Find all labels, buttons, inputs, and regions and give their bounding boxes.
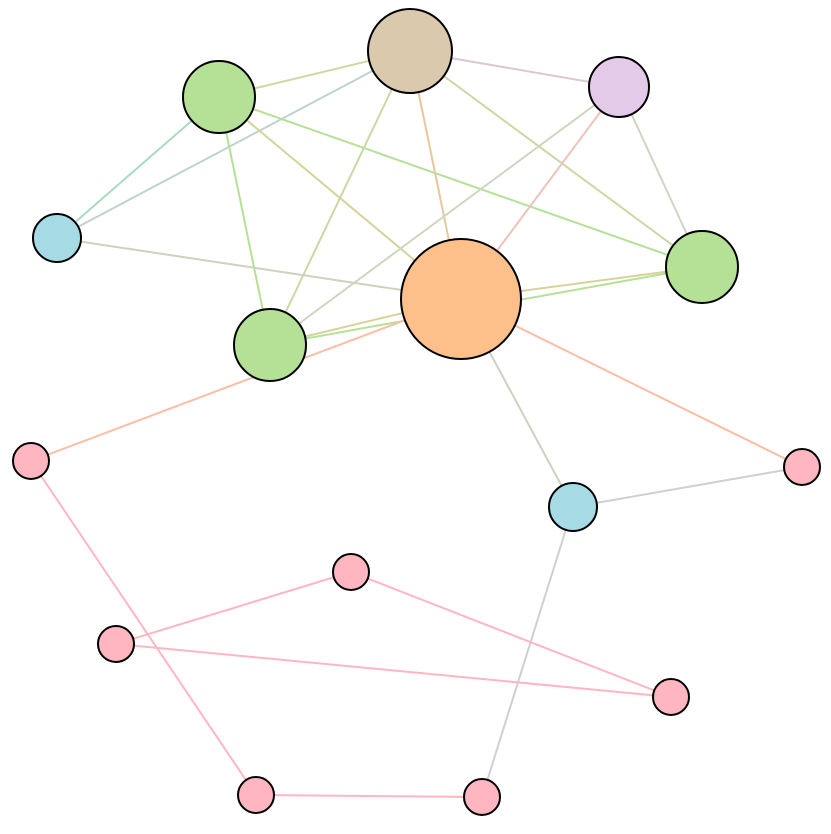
edge-pink-lower-left-pink-lower-right — [115, 643, 672, 698]
edge-pink-left-pink-bottom-left — [30, 460, 257, 796]
edge-lavender-top-right-green-center — [269, 86, 620, 346]
edge-tan-top-cyan-left — [56, 50, 411, 239]
node-green-right — [665, 230, 739, 304]
node-pink-lower-right — [652, 678, 690, 716]
node-pink-lower-left — [97, 625, 135, 663]
edge-pink-lower-left-pink-mid — [115, 571, 352, 645]
edge-pink-bottom-left-pink-bottom-mid — [255, 794, 483, 798]
node-pink-left — [12, 442, 50, 480]
node-green-center — [233, 308, 307, 382]
node-cyan-lower — [548, 482, 598, 532]
edge-pink-mid-pink-lower-right — [350, 571, 672, 698]
node-lavender-top-right — [588, 56, 650, 118]
node-hub — [400, 238, 522, 360]
edge-cyan-left-hub — [56, 237, 462, 300]
edge-tan-top-green-center — [269, 50, 411, 346]
edge-pink-left-hub — [30, 298, 462, 462]
node-pink-right — [783, 448, 821, 486]
node-tan-top — [367, 8, 453, 94]
nodes-layer — [12, 8, 821, 816]
node-pink-bottom-mid — [463, 778, 501, 816]
node-pink-mid — [332, 553, 370, 591]
edge-green-top-left-green-center — [218, 96, 271, 346]
edges-layer — [30, 50, 803, 798]
edge-hub-pink-right — [460, 298, 803, 468]
node-cyan-left — [32, 213, 82, 263]
edge-green-top-left-green-right — [218, 96, 703, 268]
edge-tan-top-green-right — [409, 50, 703, 268]
node-pink-bottom-left — [237, 776, 275, 814]
node-green-top-left — [182, 60, 256, 134]
edge-cyan-lower-pink-bottom-mid — [481, 506, 574, 798]
edge-cyan-lower-pink-right — [572, 466, 803, 508]
